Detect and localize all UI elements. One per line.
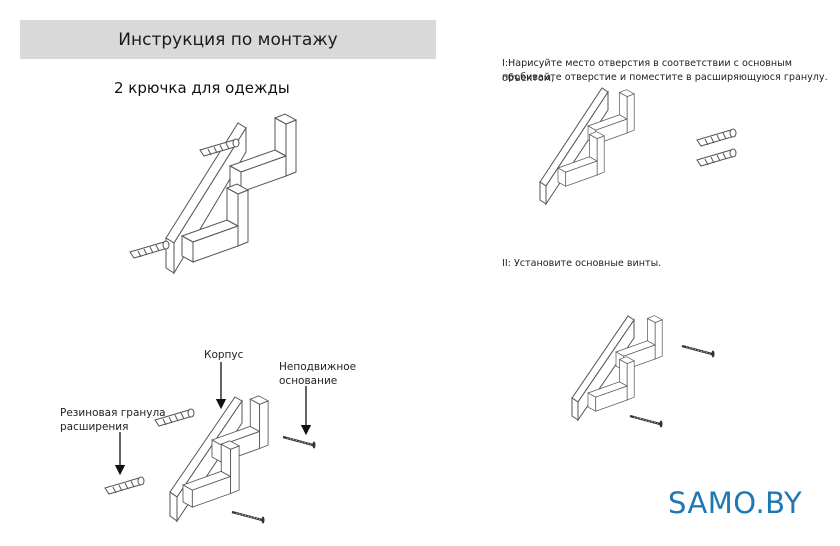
brand-logo: SAMO.BY	[668, 486, 803, 520]
main-hook-illustration	[129, 113, 297, 275]
step1-text-line2: пробивайте отверстие и поместите в расши…	[502, 72, 828, 83]
label-base-line2: основание	[279, 375, 338, 387]
step1-text-line1: I:Нарисуйте место отверстия в соответств…	[502, 58, 792, 84]
product-subtitle: 2 крючка для одежды	[114, 79, 290, 97]
page-title: Инструкция по монтажу	[118, 29, 338, 50]
step2-illustration	[571, 315, 716, 429]
exploded-view-illustration	[104, 362, 317, 525]
label-rubber-line1: Резиновая гранула	[60, 407, 166, 419]
label-body: Корпус	[204, 349, 244, 361]
label-rubber-line2: расширения	[60, 421, 129, 433]
label-base-line1: Неподвижное	[279, 361, 357, 373]
header-bar: Инструкция по монтажу	[20, 20, 436, 59]
step2-text: II: Установите основные винты.	[502, 258, 662, 269]
step1-illustration	[539, 87, 737, 206]
